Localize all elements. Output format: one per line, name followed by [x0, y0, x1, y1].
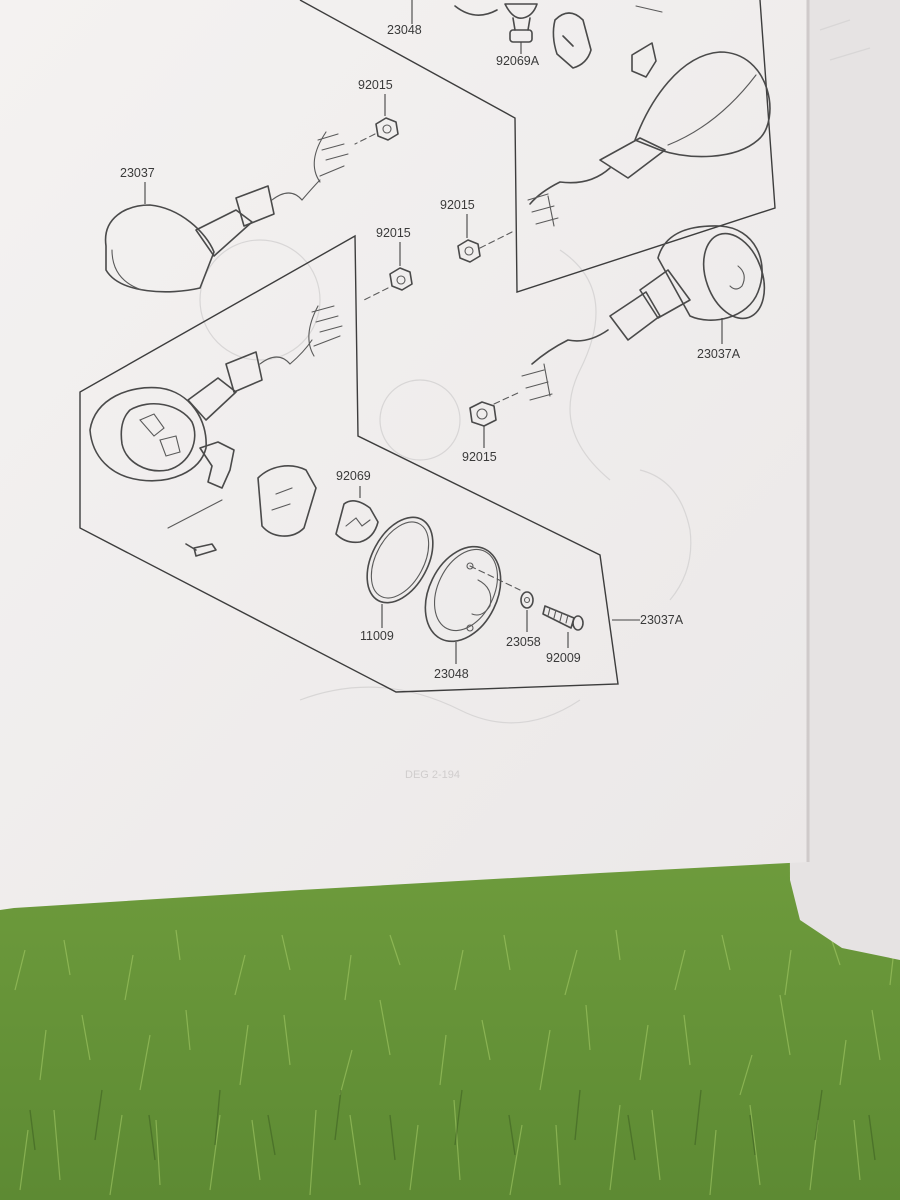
nut-upper-label: 92015	[358, 78, 393, 92]
lens-label: 23048	[434, 667, 469, 681]
gasket-ring-inner	[370, 521, 430, 599]
signal-right-label: 23037A	[697, 347, 741, 361]
nut-mid-left	[389, 267, 413, 291]
nut-mid-right-axis	[479, 231, 513, 249]
top-assembly-frame	[299, 0, 776, 293]
nut-lower-right	[469, 401, 497, 427]
grass-shadow	[29, 1089, 876, 1161]
housing-screw	[185, 543, 217, 557]
screw-label: 92009	[546, 651, 581, 665]
nut-mid-right-label: 92015	[440, 198, 475, 212]
bulb-label: 92069	[336, 469, 371, 483]
signal-left-label: 23037	[120, 166, 155, 180]
nut-mid-right	[457, 239, 481, 263]
top-socket	[552, 12, 592, 69]
gasket-ring	[366, 516, 434, 604]
paper-page-right	[785, 0, 900, 960]
bleed-through-artwork: DEG 2-194	[199, 19, 871, 781]
signal-housing	[89, 305, 343, 482]
top-clip	[631, 42, 657, 78]
housing-screw-axis	[167, 499, 223, 529]
washer-hole	[523, 596, 531, 604]
washer-label: 23058	[506, 635, 541, 649]
bulb-socket	[257, 465, 317, 537]
top-gasket	[454, 5, 498, 16]
top-bulb-label: 92069A	[496, 54, 540, 68]
gasket-label: 11009	[360, 629, 394, 643]
housing-clip	[199, 441, 235, 489]
lens	[424, 545, 502, 643]
exploded-assembly-frame	[79, 234, 619, 693]
assembly-label: 23037A	[640, 613, 684, 627]
turn-signal-right	[521, 225, 766, 401]
nut-mid-left-axis	[363, 287, 389, 301]
nut-lower-right-label: 92015	[462, 450, 497, 464]
nut-upper-axis	[354, 133, 376, 145]
turn-signal-upper-right	[527, 51, 771, 227]
lens-screw-axis	[469, 565, 521, 591]
top-screw	[635, 5, 663, 13]
nut-mid-left-label: 92015	[376, 226, 411, 240]
washer	[520, 591, 534, 609]
nut-upper	[375, 117, 399, 141]
turn-signal-left	[104, 131, 349, 293]
top-lens-label: 23048	[387, 23, 422, 37]
svg-text:DEG 2-194: DEG 2-194	[405, 769, 460, 781]
grass-texture	[14, 929, 895, 1196]
bulb	[335, 500, 379, 544]
lens-screw	[542, 605, 584, 631]
nut-lower-right-axis	[493, 391, 521, 405]
